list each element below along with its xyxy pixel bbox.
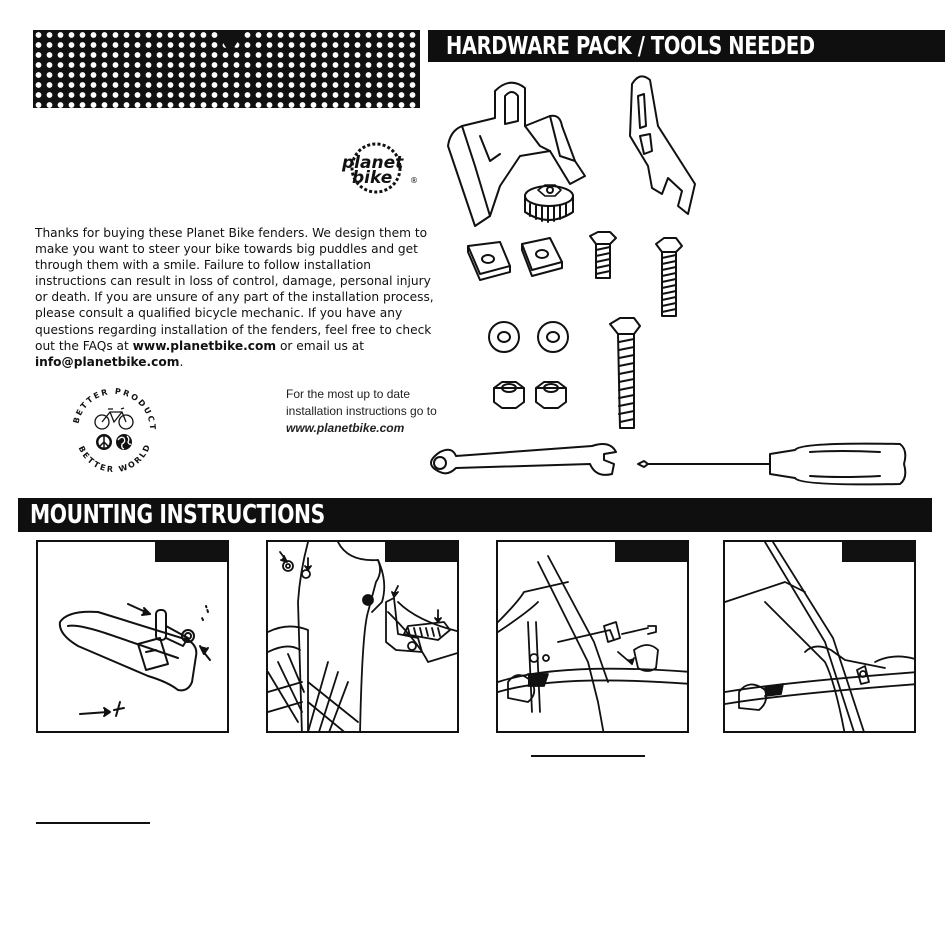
lock-nut-icon xyxy=(493,381,567,409)
intro-paragraph: Thanks for buying these Planet Bike fend… xyxy=(35,225,435,370)
registered-mark: ® xyxy=(410,176,418,185)
up-to-date-line2: installation instructions go to xyxy=(286,404,437,418)
up-to-date-line1: For the most up to date xyxy=(286,387,411,401)
step-4-number-tab xyxy=(842,542,914,562)
planet-bike-logo: planet bike ® xyxy=(338,138,422,196)
fork-mount-illustration xyxy=(268,542,457,731)
svg-text:BETTER WORLD: BETTER WORLD xyxy=(77,442,153,474)
logo-line1: planet xyxy=(341,153,404,173)
short-bolt-icon xyxy=(589,231,617,279)
intro-end-text: . xyxy=(179,354,184,369)
step-3-number-tab xyxy=(615,542,687,562)
step-1-number-tab xyxy=(155,542,227,562)
rear-stay-mount-illustration xyxy=(498,555,687,731)
mounting-instructions-header: MOUNTING INSTRUCTIONS xyxy=(18,498,932,532)
step-2-panel xyxy=(266,540,459,733)
fender-clip-illustration xyxy=(725,542,914,731)
up-to-date-note: For the most up to date installation ins… xyxy=(286,386,446,437)
step-1-panel xyxy=(36,540,229,733)
step-2-number-tab xyxy=(385,542,457,562)
l-bracket-icon xyxy=(629,75,696,215)
divider-rule-left xyxy=(36,822,150,824)
mounting-instructions-title: MOUNTING INSTRUCTIONS xyxy=(30,500,325,530)
knurled-nut-icon xyxy=(524,184,574,223)
intro-website-link[interactable]: www.planetbike.com xyxy=(132,338,277,353)
fender-bracket-assembly-illustration xyxy=(58,603,211,717)
wrench-icon xyxy=(430,443,617,476)
hardware-pack-title: HARDWARE PACK / TOOLS NEEDED xyxy=(446,31,815,60)
step-3-panel xyxy=(496,540,689,733)
step-4-panel xyxy=(723,540,916,733)
dotted-banner xyxy=(33,30,420,108)
badge-bottom-text: BETTER WORLD xyxy=(77,442,151,474)
hardware-pack-illustration xyxy=(400,66,945,496)
intro-middle-text: or email us at xyxy=(276,338,364,353)
intro-text: Thanks for buying these Planet Bike fend… xyxy=(35,226,434,353)
long-bolt-icon xyxy=(609,317,641,429)
medium-bolt-icon xyxy=(655,237,683,317)
divider-rule-center xyxy=(531,755,645,757)
svg-text:BETTER PRODUCTS: BETTER PRODUCTS xyxy=(66,382,157,432)
badge-top-text: BETTER PRODUCTS xyxy=(62,375,155,432)
up-to-date-url[interactable]: www.planetbike.com xyxy=(286,421,405,435)
square-washer-icon xyxy=(467,237,563,281)
screwdriver-icon xyxy=(637,442,907,486)
hardware-pack-header: HARDWARE PACK / TOOLS NEEDED xyxy=(428,30,945,62)
intro-email-link[interactable]: info@planetbike.com xyxy=(35,354,180,369)
better-products-badge: BETTER PRODUCTS BETTER WORLD xyxy=(62,375,162,478)
logo-line2: bike xyxy=(352,168,392,188)
round-washer-icon xyxy=(488,321,569,353)
fender-clamp-bracket-icon xyxy=(447,81,586,227)
